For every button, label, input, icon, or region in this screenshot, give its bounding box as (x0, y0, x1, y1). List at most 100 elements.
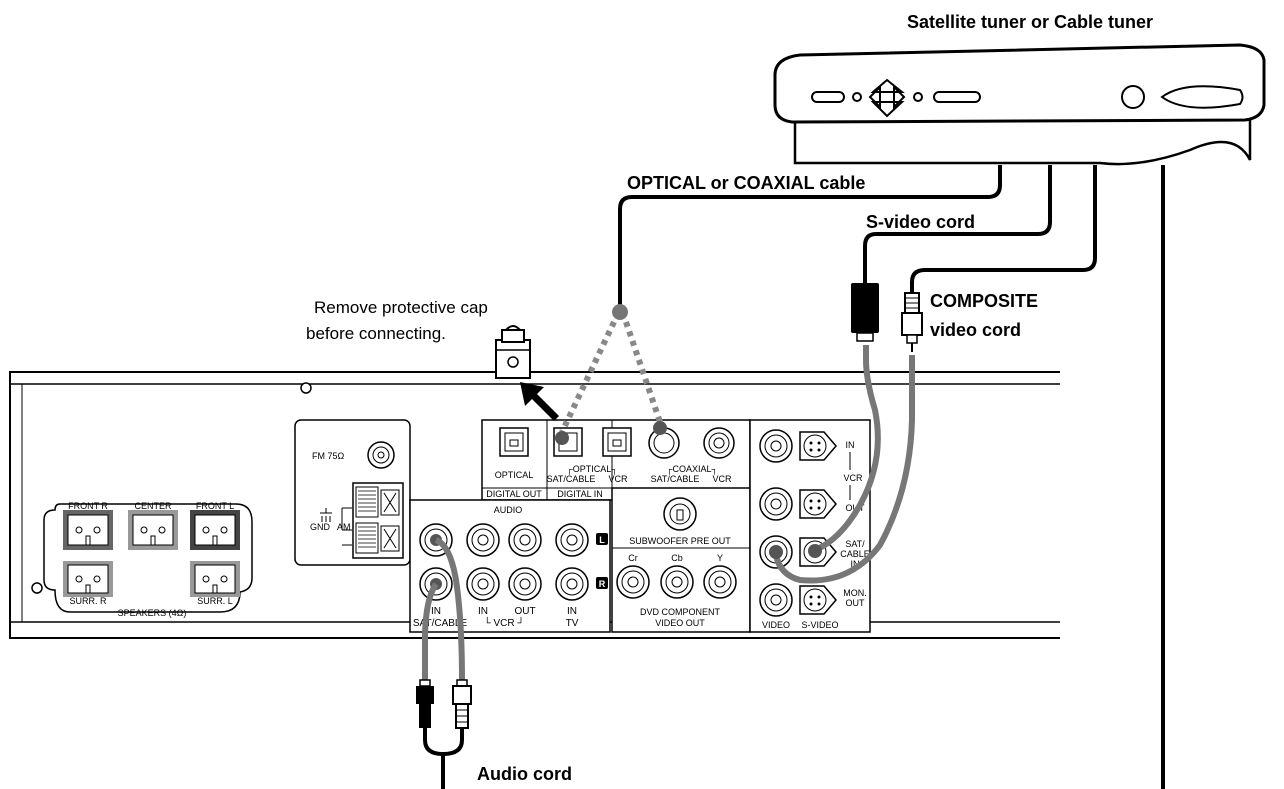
component-cr-jack[interactable] (616, 565, 650, 599)
l-badge-label: L (599, 535, 605, 545)
audio-jack[interactable] (508, 567, 542, 601)
sat-cable-audio-label: SAT/CABLE (413, 618, 468, 629)
digital-out-label: DIGITAL OUT (486, 489, 542, 499)
audio-in-satcable-label: IN (431, 606, 441, 617)
subwoofer-component-block: SUBWOOFER PRE OUT Cr Cb Y DVD COMPONENT … (611, 487, 751, 633)
am-label: AM (337, 522, 351, 532)
video-jack[interactable] (759, 429, 793, 463)
l-badge-icon (596, 533, 608, 545)
label-surr-l: SURR. L (197, 596, 233, 606)
r-badge-icon (596, 577, 608, 589)
audio-title: AUDIO (494, 505, 523, 515)
svideo-label: S-VIDEO (801, 620, 838, 630)
svideo-jack[interactable] (799, 489, 837, 519)
receiver-rear-panel: FRONT R CENTER FRONT L SURR. R SURR. L S… (9, 371, 1060, 639)
video-sat-label: SAT/ (845, 539, 865, 549)
audio-jack[interactable] (555, 523, 589, 557)
video-jack[interactable] (759, 487, 793, 521)
composite-plug-end-icon (769, 545, 783, 559)
optical-coaxial-split-dotted (555, 304, 667, 445)
tuner-title: Satellite tuner or Cable tuner (907, 12, 1153, 32)
analog-audio-block: AUDIO L R IN SAT/CABLE IN OUT └ VCR ┘ IN… (409, 499, 611, 633)
composite-callout-line1: COMPOSITE (930, 291, 1038, 311)
cap-note-line2: before connecting. (306, 324, 446, 343)
remove-cap-arrow-icon (520, 382, 559, 421)
optical-vcr-in-jack[interactable] (602, 427, 632, 457)
audio-jack[interactable] (466, 567, 500, 601)
cr-label: Cr (628, 553, 638, 563)
antenna-block: FM 75Ω GND AM (294, 419, 411, 566)
component-y-jack[interactable] (703, 565, 737, 599)
svideo-cord-gray (813, 345, 881, 553)
video-in2-label: IN (851, 559, 860, 569)
vcr-opt-label: VCR (608, 474, 628, 484)
optical-label: OPTICAL (495, 470, 534, 480)
audio-rca-plug-left-icon (416, 679, 434, 728)
optical-digital-out-jack[interactable] (499, 427, 529, 457)
audio-out-vcr-label: OUT (514, 606, 535, 617)
sat-cable-opt-label: SAT/CABLE (547, 474, 596, 484)
speaker-terminal-center[interactable] (128, 510, 178, 550)
composite-rca-plug-icon (901, 292, 923, 352)
audio-in-vcr-label: IN (478, 606, 488, 617)
component-cb-jack[interactable] (660, 565, 694, 599)
tv-label: TV (566, 618, 579, 629)
vcr-coax-label: VCR (712, 474, 732, 484)
label-front-l: FRONT L (196, 501, 234, 511)
coaxial-vcr-jack[interactable] (703, 427, 735, 459)
video-vcr-label: VCR (843, 473, 863, 483)
am-antenna-terminal[interactable] (352, 482, 404, 559)
sat-cable-coax-label: SAT/CABLE (651, 474, 700, 484)
speaker-terminal-surr-l[interactable] (190, 561, 240, 597)
label-front-r: FRONT R (68, 501, 108, 511)
audio-jack[interactable] (555, 567, 589, 601)
speaker-terminal-front-l[interactable] (190, 510, 240, 550)
audio-in-tv-label: IN (567, 606, 577, 617)
audio-cord (416, 534, 472, 789)
fm-antenna-jack[interactable] (367, 441, 395, 469)
cb-label: Cb (671, 553, 683, 563)
svideo-jack[interactable] (799, 585, 837, 615)
speaker-terminal-surr-r[interactable] (63, 561, 113, 597)
video-mon-label: MON. (843, 588, 867, 598)
video-mon-out-label: OUT (846, 598, 866, 608)
fm-label: FM 75Ω (312, 451, 345, 461)
cap-note-line1: Remove protective cap (314, 298, 488, 317)
digital-in-label: DIGITAL IN (557, 489, 603, 499)
r-badge-label: R (599, 579, 606, 589)
audio-jack[interactable] (508, 523, 542, 557)
optical-cable-callout: OPTICAL or COAXIAL cable (627, 173, 865, 193)
component-caption-2: VIDEO OUT (655, 618, 705, 628)
speakers-block: FRONT R CENTER FRONT L SURR. R SURR. L S… (43, 501, 253, 618)
coaxial-group-label: ┌COAXIAL┐ (666, 464, 718, 475)
screw-icon (31, 582, 43, 594)
tuner-front-controls-icon (811, 78, 1244, 118)
audio-jack[interactable] (466, 523, 500, 557)
coaxial-sat-cable-jack[interactable] (648, 427, 680, 459)
video-cable-label: CABLE (840, 549, 870, 559)
svideo-plug-icon (851, 283, 879, 342)
video-jack[interactable] (759, 583, 793, 617)
composite-callout-line2: video cord (930, 320, 1021, 340)
svideo-jack[interactable] (799, 431, 837, 461)
svideo-plug-end-icon (808, 544, 822, 558)
svideo-cord-cable (863, 165, 1052, 283)
video-block: IN VCR OUT SAT/ CABLE IN MON. OUT VIDEO … (749, 419, 871, 633)
audio-rca-plug-right-icon (452, 679, 472, 729)
subwoofer-pre-out-jack[interactable] (663, 497, 697, 531)
digital-audio-block: OPTICAL DIGITAL OUT DIGITAL IN ┌OPTICAL┐… (481, 419, 751, 501)
composite-video-cable (910, 165, 1097, 293)
label-center: CENTER (134, 501, 172, 511)
protective-cap-icon (495, 325, 531, 379)
optical-coaxial-cable (618, 165, 1002, 305)
speaker-terminal-front-r[interactable] (63, 510, 113, 550)
y-label: Y (717, 553, 723, 563)
component-caption-1: DVD COMPONENT (640, 607, 721, 617)
label-surr-r: SURR. R (69, 596, 107, 606)
audio-cord-callout: Audio cord (477, 764, 572, 784)
composite-cord-gray (773, 355, 915, 584)
video-label: VIDEO (762, 620, 790, 630)
screw-icon (300, 382, 312, 394)
optical-group-label: ┌OPTICAL┐ (566, 464, 617, 475)
